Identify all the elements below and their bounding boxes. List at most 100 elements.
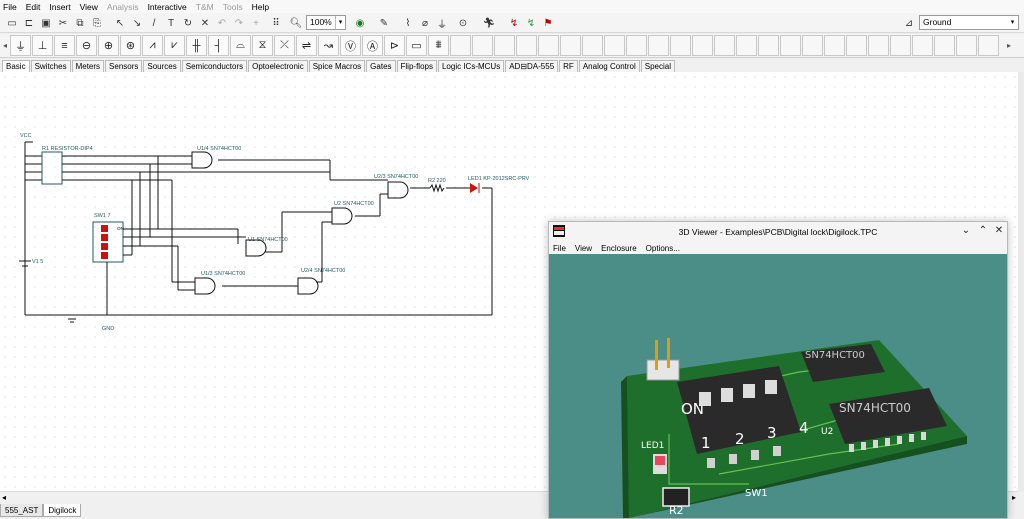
copy-icon[interactable]: ⧉ [76,17,84,29]
menu-insert[interactable]: Insert [49,1,71,12]
ground-select[interactable]: Ground▾ [919,15,1019,30]
menu-interactive[interactable]: Interactive [147,1,187,12]
rotate-icon[interactable]: ↻ [183,17,193,29]
empty-slot-icon [516,35,537,56]
analysis-switch-icon[interactable]: ⌇ [405,17,411,29]
pointer-icon[interactable]: ↘ [132,17,142,29]
scroll-left-icon[interactable]: ◂ [2,493,7,502]
minimize-icon[interactable]: ⌄ [961,225,971,236]
tab-spice-macros[interactable]: Spice Macros [308,60,366,72]
sw-key-3: 3 [767,424,777,442]
tab-semiconductors[interactable]: Semiconductors [181,60,248,72]
menu-edit[interactable]: Edit [25,1,41,12]
empty-slot-icon [648,35,669,56]
ground-symbol-icon[interactable]: ⏚ [10,35,31,56]
zoom-icon[interactable]: 🔍︎ [289,17,303,29]
empty-slot-icon [582,35,603,56]
tab-logic-ics-mcus[interactable]: Logic ICs-MCUs [437,60,505,72]
tab-ad-da-555[interactable]: AD⊟DA-555 [505,60,559,72]
menu-help[interactable]: Help [251,1,270,12]
voltage-source-icon[interactable]: ⊖ [76,35,97,56]
viewer-menu-file[interactable]: File [553,243,566,253]
current-source-icon[interactable]: ⊕ [98,35,119,56]
menu-analysis[interactable]: Analysis [106,1,139,12]
tab-rf[interactable]: RF [559,60,578,72]
doc-tab-digilock[interactable]: Digilock [43,504,82,517]
ground-pick-icon[interactable]: ⊿ [904,17,914,29]
probe-green-icon[interactable]: ↯ [526,17,536,29]
3d-viewer-titlebar[interactable]: 3D Viewer - Examples\PCB\Digital lock\Di… [549,222,1007,242]
vertical-scrollbar[interactable] [1018,72,1024,491]
menu-file[interactable]: File [3,1,17,12]
electrolytic-icon[interactable]: ┤ [208,35,229,56]
transformer-icon[interactable]: ⧖ [252,35,273,56]
switch-icon[interactable]: ⤫ [274,35,295,56]
ac-switch-icon[interactable]: ⌀ [421,17,429,29]
potentiometer-icon[interactable]: ⩗ [164,35,185,56]
probe-red-icon[interactable]: ↯ [509,17,519,29]
tab-optoelectronic[interactable]: Optoelectronic [248,60,308,72]
3d-view-canvas[interactable]: ON 1 2 3 4 SW1 SN74HCT00 [549,254,1007,518]
tab-basic[interactable]: Basic [2,60,30,72]
cut-icon[interactable]: ✂ [58,17,68,29]
tab-special[interactable]: Special [640,60,675,72]
tab-sources[interactable]: Sources [143,60,181,72]
delete-icon[interactable]: ✕ [200,17,210,29]
tab-flip-flops[interactable]: Flip-flops [396,60,437,72]
close-icon[interactable]: ✕ [994,225,1004,236]
maximize-icon[interactable]: ⌃ [978,225,988,236]
resistor-icon[interactable]: ⩘ [142,35,163,56]
menu-tm[interactable]: T&M [195,1,214,12]
tab-meters[interactable]: Meters [71,60,105,72]
text-icon[interactable]: T [167,17,175,29]
open-file-icon[interactable]: ⊏ [24,17,34,29]
run-icon[interactable]: 🏃︎ [482,17,496,29]
paste-icon[interactable]: ⎘ [93,17,101,29]
fuse-icon[interactable]: ▭ [406,35,427,56]
generator-icon[interactable]: ⊛ [120,35,141,56]
tab-gates[interactable]: Gates [366,60,396,72]
viewer-menu-options[interactable]: Options... [645,243,680,253]
new-file-icon[interactable]: ▭ [7,17,17,29]
zoom-select[interactable]: 100%▾ [306,15,346,30]
empty-slot-icon [538,35,559,56]
redo-icon[interactable]: ↷ [234,17,244,29]
wire-icon[interactable]: / [152,17,156,29]
crystal-icon[interactable]: ⩩ [428,35,449,56]
tab-switches[interactable]: Switches [30,60,71,72]
battery-icon[interactable]: ⊥ [32,35,53,56]
tab-sensors[interactable]: Sensors [105,60,143,72]
empty-slot-icon [626,35,647,56]
dc-source-icon[interactable]: ≡ [54,35,75,56]
pen-icon[interactable]: ✎ [379,17,389,29]
meter-icon[interactable]: ⊙ [458,17,468,29]
scroll-right-icon[interactable]: ▸ [1011,493,1016,502]
capacitor-icon[interactable]: ╫ [186,35,207,56]
probe-icon[interactable]: ◉ [355,17,365,29]
diode-icon[interactable]: ⊳ [384,35,405,56]
wire-jumper-icon[interactable]: ↝ [318,35,339,56]
voltmeter-icon[interactable]: Ⓥ [340,35,361,56]
grid-icon[interactable]: ⠿ [272,17,280,29]
palette-scroll-left-icon[interactable]: ◂ [2,41,7,50]
menu-view[interactable]: View [79,1,98,12]
undo-icon[interactable]: ↶ [217,17,227,29]
flag-icon[interactable]: ⚑ [543,17,553,29]
select-arrow-icon[interactable]: ↖ [115,17,125,29]
inductor-icon[interactable]: ⌓ [230,35,251,56]
tab-analog-control[interactable]: Analog Control [578,60,640,72]
switch-on-label: ON [117,226,124,231]
resistor-network-label: R1 RESISTOR-DIP4 [42,146,93,152]
tr-switch-icon[interactable]: ⏚ [437,19,447,31]
relay-icon[interactable]: ⇌ [296,35,317,56]
menu-tools[interactable]: Tools [222,1,243,12]
save-icon[interactable]: ▣ [41,17,51,29]
pcb-3d-render: ON 1 2 3 4 SW1 SN74HCT00 [621,338,967,518]
viewer-menu-enclosure[interactable]: Enclosure [601,243,637,253]
zoom-value: 100% [310,17,332,27]
add-icon[interactable]: + [253,17,259,29]
ammeter-icon[interactable]: Ⓐ [362,35,383,56]
doc-tab-555-ast[interactable]: 555_AST [0,504,44,517]
viewer-menu-view[interactable]: View [574,243,593,253]
palette-scroll-right-icon[interactable]: ▸ [1006,41,1011,50]
